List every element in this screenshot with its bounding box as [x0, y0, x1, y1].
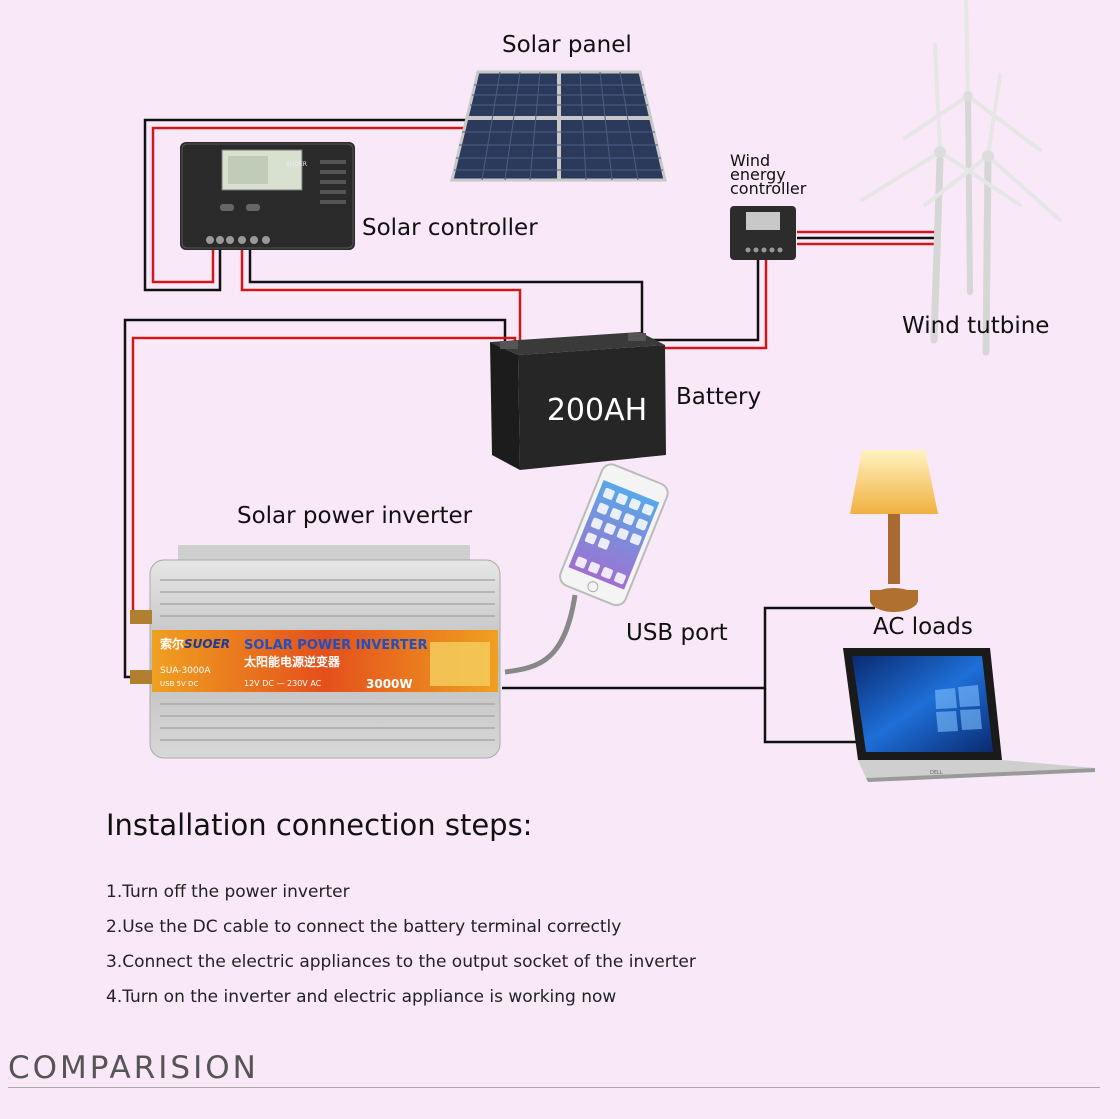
laptop-brand: DELL — [930, 770, 943, 776]
inverter-brand: SUOER — [184, 637, 230, 651]
smartphone-image — [559, 463, 669, 607]
wind-turbine-label: Wind tutbine — [902, 313, 1050, 339]
solar-panel-image — [450, 70, 667, 182]
battery-label: Battery — [676, 384, 762, 410]
wind-controller-label-line2: energy — [730, 165, 786, 184]
heading-divider — [8, 1087, 1100, 1088]
step-item: 1.Turn off the power inverter — [106, 882, 350, 902]
inverter-label: Solar power inverter — [237, 503, 473, 529]
ac-output-wire — [502, 606, 875, 690]
inverter-brand-cn: 索尔 — [160, 636, 184, 651]
inverter-model: SUA-3000A — [160, 666, 211, 676]
inverter-usb-spec: USB 5V DC — [160, 680, 198, 688]
wind-controller-image — [730, 206, 796, 260]
step-item: 4.Turn on the inverter and electric appl… — [106, 987, 617, 1007]
inverter-voltage: 12V DC — 230V AC — [244, 679, 322, 688]
step-item: 3.Connect the electric appliances to the… — [106, 952, 696, 972]
system-diagram: SUOER — [123, 0, 1095, 782]
wind-controller-positive-wire — [640, 258, 768, 350]
panel-positive-wire — [151, 126, 470, 284]
inverter-power: 3000W — [366, 677, 413, 691]
controller-battery-negative-wire — [248, 248, 644, 345]
wind-controller-label: Wind energy controller — [730, 151, 807, 198]
ac-loads-label: AC loads — [873, 614, 973, 640]
wind-controller-label-line3: controller — [730, 179, 807, 198]
wind-controller-label-line1: Wind — [730, 151, 771, 170]
inverter-image: 索尔 SUOER SOLAR POWER INVERTER 太阳能电源逆变器 S… — [130, 545, 501, 759]
battery-image: 200AH — [490, 332, 666, 470]
steps-title: Installation connection steps: — [106, 808, 533, 842]
solar-controller-label: Solar controller — [362, 215, 538, 241]
controller-brand-text: SUOER — [286, 161, 307, 168]
usb-cable — [504, 594, 578, 675]
usb-port-label: USB port — [626, 620, 728, 646]
battery-capacity-text: 200AH — [547, 393, 647, 428]
ac-laptop-wire — [763, 688, 860, 744]
controller-battery-positive-wire — [240, 248, 522, 345]
inverter-title: SOLAR POWER INVERTER — [244, 638, 427, 653]
laptop-image: DELL — [843, 648, 1095, 782]
solar-panel-label: Solar panel — [502, 32, 632, 58]
lamp-image — [850, 450, 938, 612]
step-item: 2.Use the DC cable to connect the batter… — [106, 917, 622, 937]
steps-list: 1.Turn off the power inverter 2.Use the … — [106, 878, 696, 1018]
wind-controller-negative-wire — [645, 258, 760, 342]
inverter-title-cn: 太阳能电源逆变器 — [244, 654, 341, 669]
solar-controller-image: SUOER — [180, 142, 355, 250]
comparison-heading: COMPARISION — [8, 1050, 259, 1086]
wind-turbine-image — [860, 0, 1062, 356]
panel-negative-wire — [143, 118, 470, 292]
